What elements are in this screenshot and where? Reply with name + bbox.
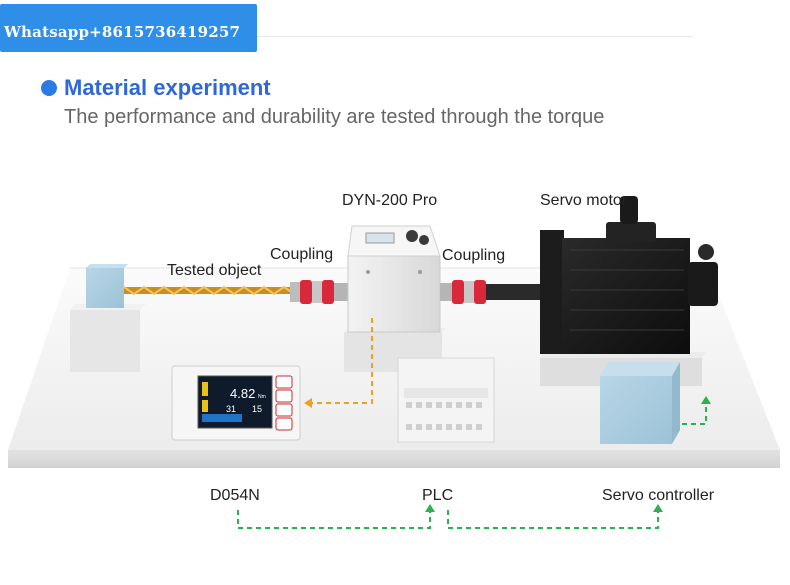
- label-coupling-left: Coupling: [270, 246, 334, 263]
- label-plc: PLC: [422, 487, 454, 504]
- heading-bullet-icon: [41, 80, 57, 96]
- d054n-display-device: 4.82 Nm 31 15: [171, 365, 301, 441]
- label-coupling-right: Coupling: [442, 247, 506, 264]
- sensor-to-display-signal: [304, 318, 373, 408]
- servo-controller-box: [600, 362, 680, 444]
- label-servo-controller: Servo controller: [602, 487, 715, 504]
- bottom-communication-lines: [237, 510, 659, 529]
- section-subtitle: The performance and durability are teste…: [64, 106, 605, 128]
- label-d054n: D054N: [210, 487, 260, 504]
- torque-sensor: [347, 225, 441, 333]
- right-coupling: [440, 280, 544, 304]
- left-coupling: [290, 280, 348, 304]
- display-secondary-left: 31: [226, 404, 236, 414]
- tested-object-rod: [123, 285, 303, 296]
- display-unit: Nm: [258, 394, 266, 400]
- display-main-value: 4.82: [230, 386, 255, 401]
- plc-arrow-icon: [425, 504, 435, 512]
- controller-to-motor-signal: [682, 396, 711, 425]
- label-dyn-200-pro: DYN-200 Pro: [342, 192, 438, 209]
- label-tested-object: Tested object: [167, 262, 262, 279]
- whatsapp-contact-text: Whatsapp+8615736419257: [4, 23, 241, 41]
- display-secondary-right: 15: [252, 404, 262, 414]
- section-title: Material experiment: [64, 75, 271, 100]
- servo-motor: [540, 196, 718, 354]
- header-divider: [257, 36, 692, 37]
- plc-device: [397, 357, 495, 443]
- servo-controller-arrow-icon: [653, 504, 663, 512]
- label-servo-motor: Servo motor: [540, 192, 628, 209]
- tested-object-stand: [70, 264, 146, 372]
- whatsapp-banner: Whatsapp+8615736419257: [0, 4, 257, 52]
